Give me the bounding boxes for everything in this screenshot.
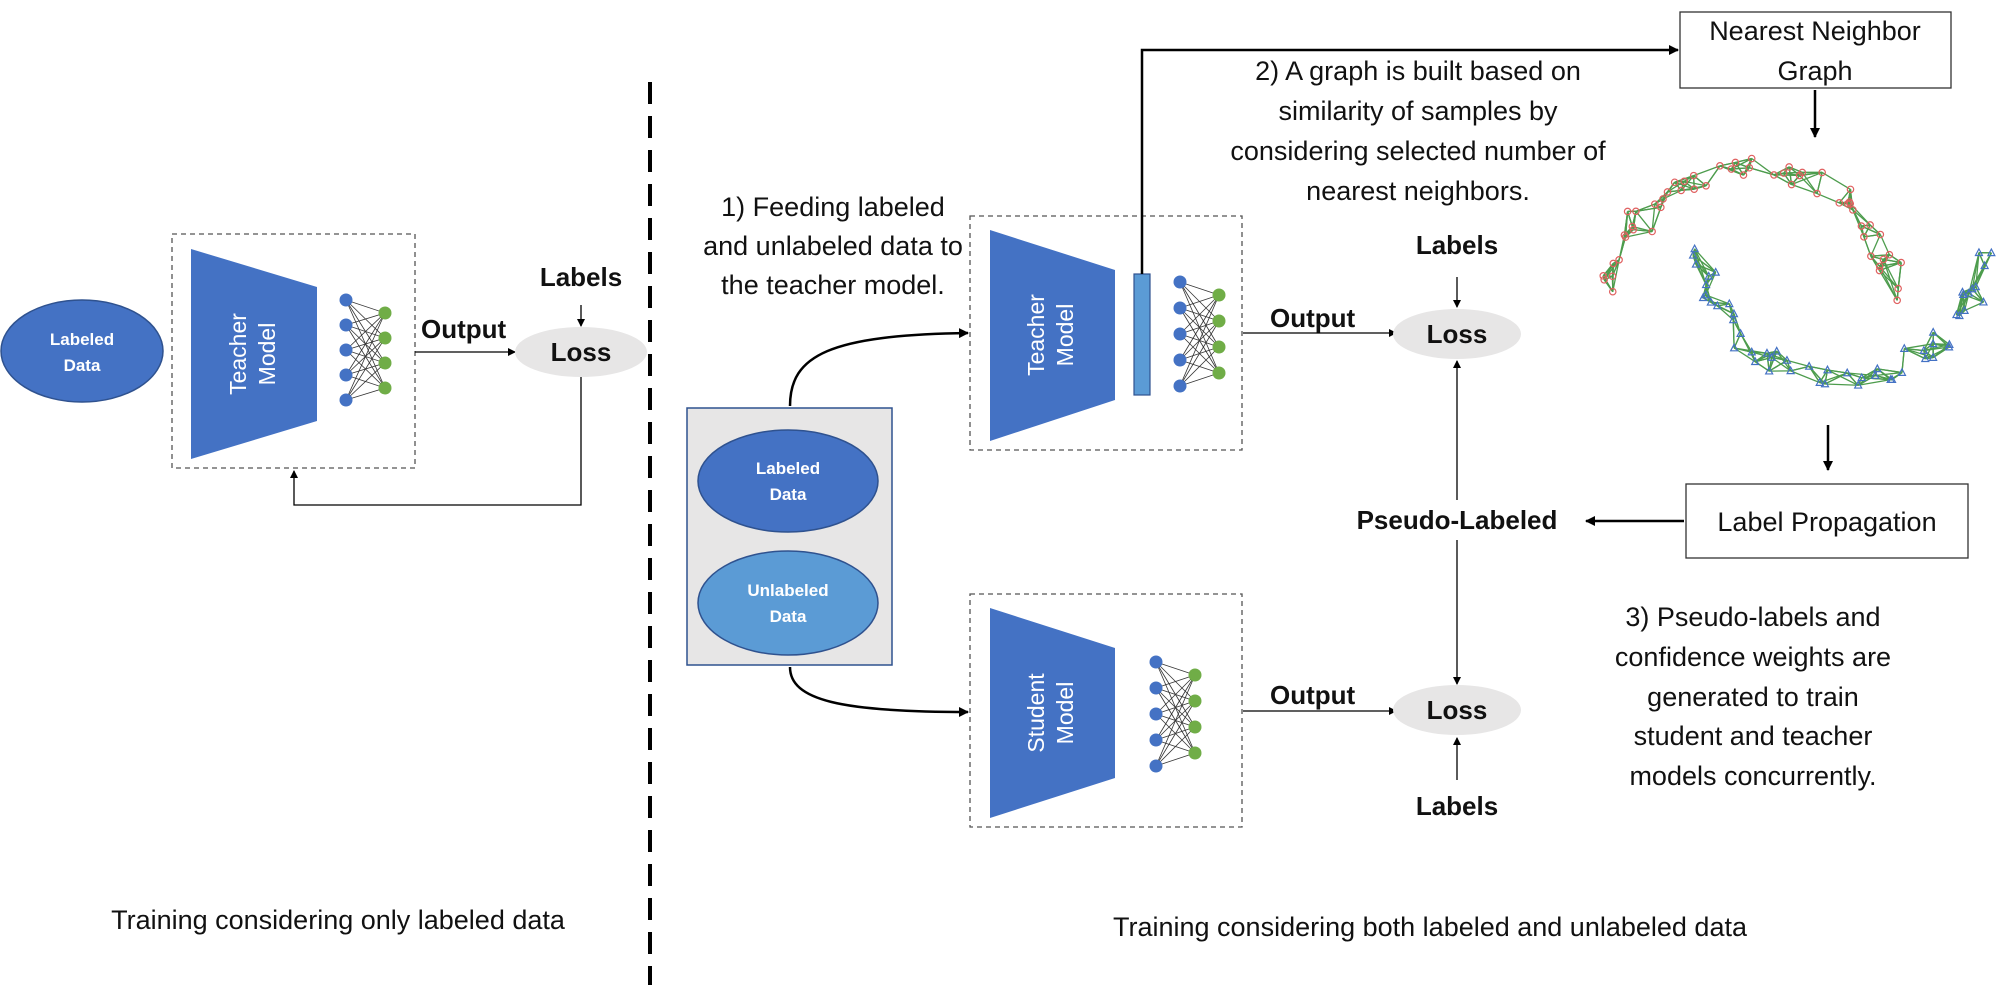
right-unlabeled-data-line2: Data — [770, 607, 807, 626]
step2-text: 2) A graph is built based on similarity … — [1230, 56, 1606, 206]
graph-build-arrow — [1140, 45, 1679, 274]
right-loss-bottom — [1393, 685, 1521, 735]
pseudo-labeled-label: Pseudo-Labeled — [1357, 505, 1558, 535]
student-label-line1: Student — [1023, 673, 1049, 753]
step2-line3: considering selected number of — [1230, 136, 1606, 166]
step1-line2: and unlabeled data to — [703, 231, 963, 261]
right-loss-top-label: Loss — [1427, 319, 1488, 349]
step3-line4: student and teacher — [1634, 721, 1873, 751]
nearest-neighbor-graph-visual — [1599, 154, 1996, 389]
right-labels-top-label: Labels — [1416, 230, 1498, 260]
right-output-top-label: Output — [1270, 303, 1356, 333]
left-caption: Training considering only labeled data — [111, 905, 566, 935]
right-labeled-data — [697, 429, 879, 533]
step1-line3: the teacher model. — [721, 270, 945, 300]
right-unlabeled-data — [697, 550, 879, 656]
left-teacher-label-line1: Teacher — [225, 313, 251, 395]
right-output-bottom-label: Output — [1270, 680, 1356, 710]
left-labeled-data: Labeled Data — [0, 299, 164, 403]
left-section: Labeled Data Teacher Model Output Loss L… — [0, 233, 647, 935]
student-label-line2: Model — [1052, 682, 1078, 745]
right-teacher-label-line2: Model — [1052, 304, 1078, 367]
right-caption: Training considering both labeled and un… — [1113, 912, 1748, 942]
step3-line1: 3) Pseudo-labels and — [1625, 602, 1880, 632]
right-section: 1) Feeding labeled and unlabeled data to… — [686, 11, 1996, 942]
step3-line2: confidence weights are — [1615, 642, 1891, 672]
left-teacher-box — [171, 233, 416, 469]
step3-line3: generated to train — [1647, 682, 1859, 712]
left-output-label: Output — [421, 314, 507, 344]
left-labels-label: Labels — [540, 262, 622, 292]
data-panel: Labeled Data Unlabeled Data — [686, 407, 893, 666]
step2-line4: nearest neighbors. — [1306, 176, 1530, 206]
label-propagation-label: Label Propagation — [1717, 507, 1936, 537]
right-labeled-data-line2: Data — [770, 485, 807, 504]
left-teacher-label-line2: Model — [254, 323, 280, 386]
nearest-neighbor-graph-line2: Graph — [1777, 56, 1852, 86]
step1-line1: 1) Feeding labeled — [721, 192, 945, 222]
right-teacher-box — [969, 215, 1243, 451]
left-feedback-arrow — [290, 377, 582, 506]
step3-text: 3) Pseudo-labels and confidence weights … — [1615, 602, 1891, 791]
nearest-neighbor-graph-box: Nearest Neighbor Graph — [1679, 11, 1952, 89]
right-teacher-label-line1: Teacher — [1023, 294, 1049, 376]
right-teacher-neural-net-icon — [1173, 275, 1226, 393]
step3-line5: models concurrently. — [1629, 761, 1876, 791]
nearest-neighbor-graph-line1: Nearest Neighbor — [1709, 16, 1921, 46]
feed-teacher-arrow — [788, 328, 969, 407]
left-labeled-data-line2: Data — [64, 356, 101, 375]
right-loss-top — [1393, 309, 1521, 359]
right-labeled-data-line1: Labeled — [756, 459, 820, 478]
right-loss-bottom-label: Loss — [1427, 695, 1488, 725]
left-neural-net-icon — [339, 293, 392, 407]
student-model: Student Model — [990, 608, 1115, 818]
feed-student-arrow — [788, 666, 969, 717]
right-teacher-model: Teacher Model — [990, 230, 1115, 441]
left-labeled-data-line1: Labeled — [50, 330, 114, 349]
step2-line2: similarity of samples by — [1278, 96, 1558, 126]
left-teacher-model: Teacher Model — [191, 249, 317, 459]
feature-embedding-bar — [1133, 273, 1151, 396]
right-unlabeled-data-line1: Unlabeled — [747, 581, 828, 600]
left-loss-label: Loss — [551, 337, 612, 367]
step2-line1: 2) A graph is built based on — [1255, 56, 1581, 86]
student-box — [969, 593, 1243, 828]
label-propagation-box: Label Propagation — [1685, 483, 1969, 559]
left-loss: Loss — [515, 327, 647, 377]
step1-text: 1) Feeding labeled and unlabeled data to… — [703, 192, 963, 300]
student-neural-net-icon — [1149, 655, 1202, 773]
right-labels-bottom-label: Labels — [1416, 791, 1498, 821]
